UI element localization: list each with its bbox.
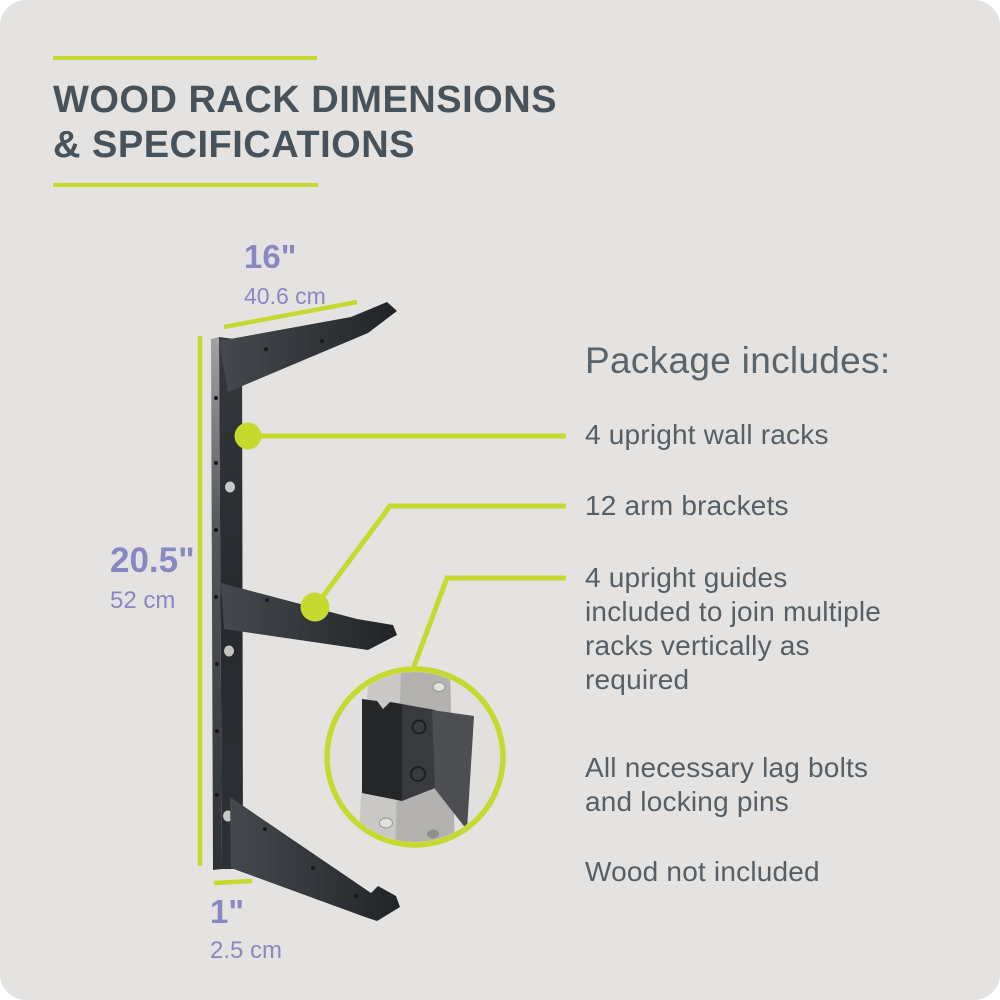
width-inches-label: 16": [244, 238, 297, 275]
package-includes-heading: Package includes:: [585, 340, 891, 381]
upright-guide-detail: [358, 672, 474, 842]
page-title: WOOD RACK DIMENSIONS & SPECIFICATIONS: [53, 78, 557, 168]
height-inches-label: 20.5": [110, 541, 195, 580]
height-dimension: 20.5" 52 cm: [110, 541, 195, 615]
callout-lines: [248, 433, 566, 670]
depth-inches-label: 1": [210, 893, 244, 930]
height-metric-label: 52 cm: [110, 587, 176, 614]
callout-dot-upright: [234, 422, 262, 450]
depth-dimension: 1" 2.5 cm: [210, 893, 282, 965]
package-item-upright-wall-racks: 4 upright wall racks: [585, 419, 829, 450]
arm-bracket-top: [219, 302, 397, 392]
package-item-wood-not-included: Wood not included: [585, 856, 820, 887]
width-metric-label: 40.6 cm: [244, 283, 326, 309]
rack-upright-flange: [211, 337, 222, 870]
callout-dot-arm-bracket: [300, 592, 330, 622]
callout-line-upright-guide: [410, 575, 566, 670]
package-item-upright-guides: 4 upright guides included to join multip…: [585, 562, 882, 695]
width-dimension: 16" 40.6 cm: [244, 238, 326, 310]
upright-guide-detail-magnifier: [324, 666, 506, 848]
arm-bracket-bottom-slots: [263, 827, 358, 898]
dimension-line-width: [223, 299, 358, 330]
page-title-line-2: & SPECIFICATIONS: [53, 124, 415, 166]
arm-bracket-top-slots: [264, 339, 324, 351]
package-item-arm-brackets: 12 arm brackets: [585, 490, 789, 521]
package-item-lag-bolts: All necessary lag bolts and locking pins: [585, 752, 869, 817]
page-title-line-1: WOOD RACK DIMENSIONS: [53, 79, 557, 121]
arm-bracket-bottom: [230, 797, 400, 921]
title-rule-top: [53, 56, 317, 60]
depth-metric-label: 2.5 cm: [210, 937, 283, 964]
title-rule-bottom: [53, 183, 318, 187]
dimension-line-depth: [213, 878, 253, 886]
callout-line-arm-bracket: [312, 503, 566, 609]
rack-flange-slots: [214, 396, 219, 797]
